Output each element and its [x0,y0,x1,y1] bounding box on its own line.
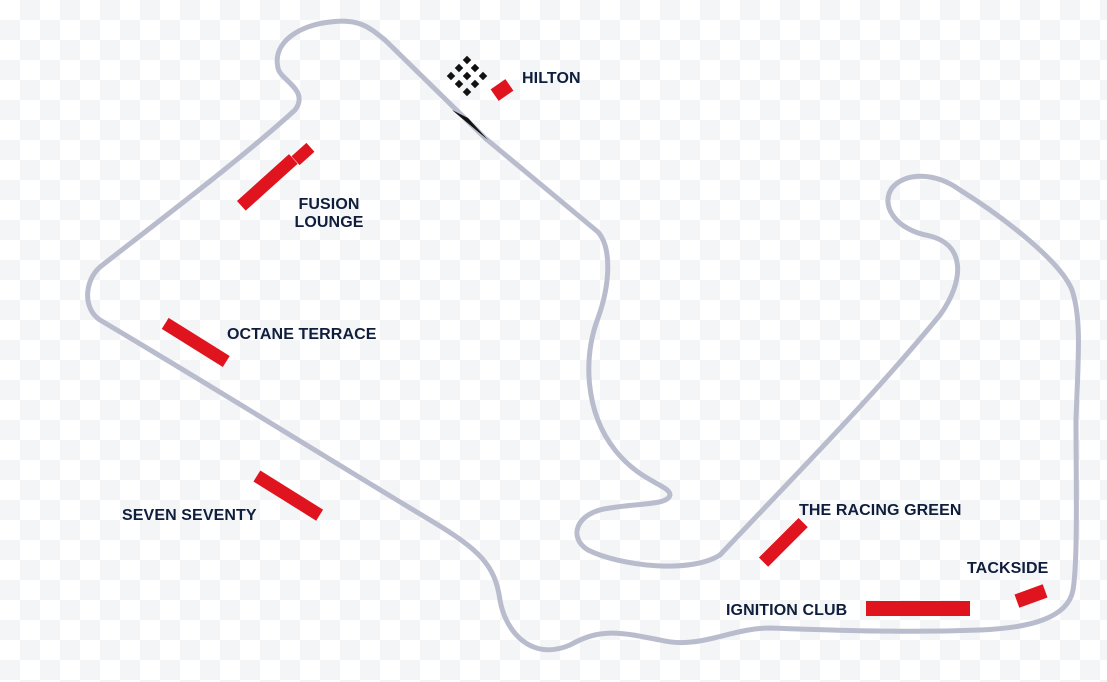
venue-marker-fusion-lounge-small[interactable] [291,142,315,166]
venue-marker-fusion-lounge[interactable] [236,154,298,211]
checkered-flag-icon [446,55,488,97]
venue-label-octane-terrace[interactable]: OCTANE TERRACE [227,326,377,343]
venue-marker-hilton[interactable] [490,79,514,101]
venue-label-seven-seventy[interactable]: SEVEN SEVENTY [122,507,257,524]
venue-label-hilton[interactable]: HILTON [522,70,581,87]
venue-label-fusion-lounge[interactable]: FUSION LOUNGE [289,196,369,232]
venue-marker-seven-seventy[interactable] [253,470,324,521]
venue-marker-octane-terrace[interactable] [161,317,230,368]
venue-label-fusion-lounge-line2: LOUNGE [294,214,364,231]
venue-marker-the-racing-green[interactable] [758,517,808,567]
venue-marker-tackside[interactable] [1014,584,1048,608]
track-outline [85,18,1081,653]
start-direction-arrow-icon [452,110,488,140]
venue-label-the-racing-green[interactable]: THE RACING GREEN [799,502,962,519]
venue-label-ignition-club[interactable]: IGNITION CLUB [726,602,848,619]
venue-label-tackside[interactable]: TACKSIDE [967,560,1049,577]
venue-marker-ignition-club[interactable] [866,601,970,616]
venue-label-fusion-lounge-line1: FUSION [298,196,360,213]
